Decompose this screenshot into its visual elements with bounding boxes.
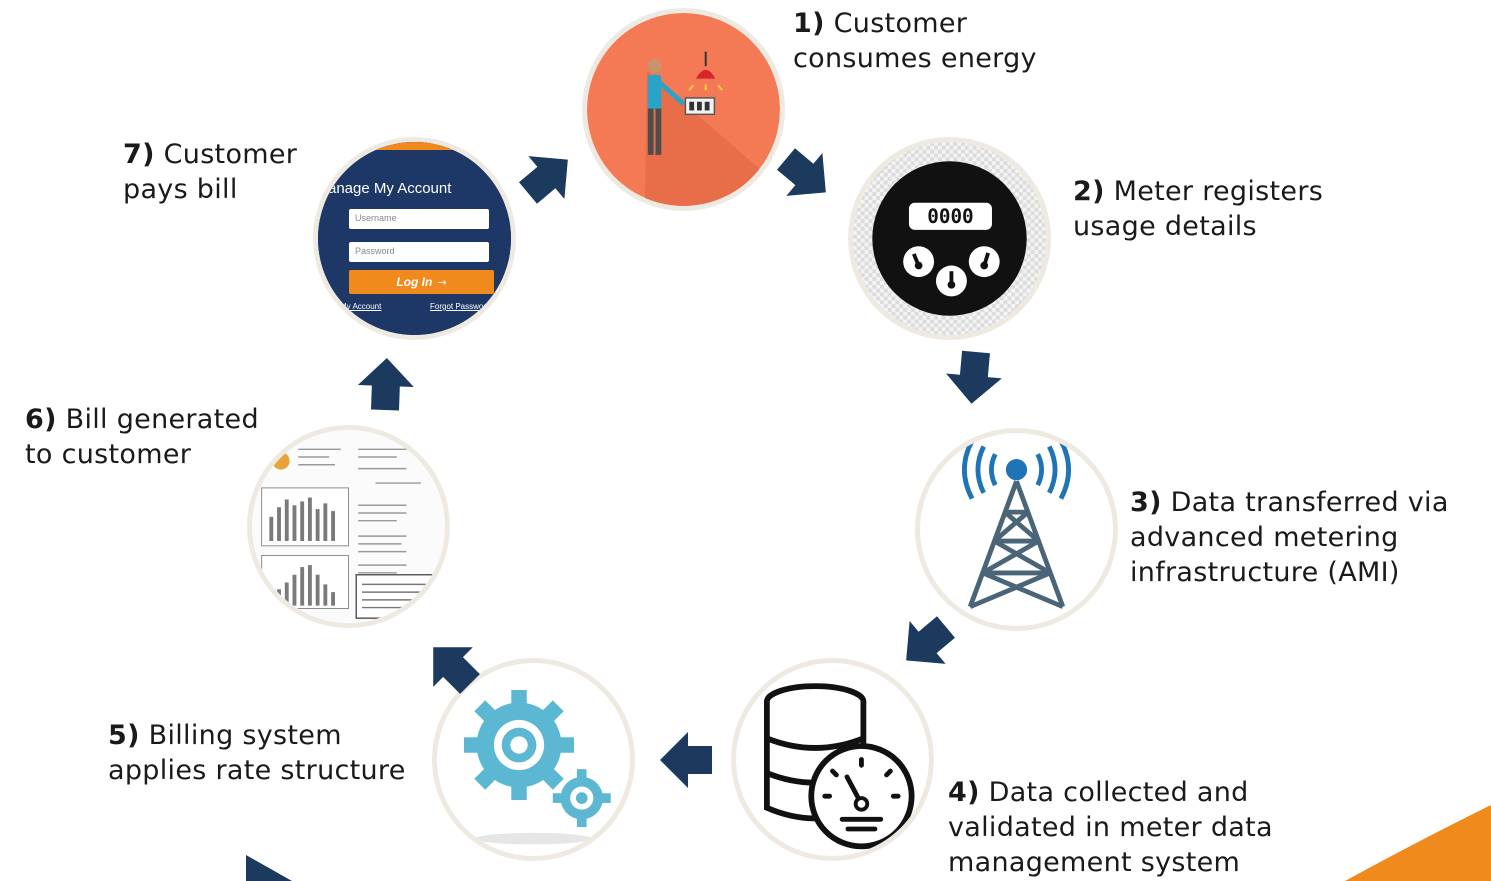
- login-button-label: Log In: [396, 275, 433, 289]
- username-field[interactable]: Username: [349, 209, 489, 229]
- step3-circle: [915, 428, 1118, 631]
- password-placeholder: Password: [355, 246, 395, 256]
- arrow-1-to-2: [777, 148, 826, 196]
- login-arrow-icon: →: [437, 276, 447, 289]
- password-field[interactable]: Password: [349, 242, 489, 262]
- decorative-orange-swoosh: [1345, 805, 1491, 881]
- decorative-corner-arrow: [246, 855, 292, 881]
- username-placeholder: Username: [355, 213, 397, 223]
- login-title: anage My Account: [328, 180, 452, 197]
- step6-circle: [247, 425, 450, 628]
- gears-icon: [464, 690, 611, 845]
- person-switch-icon: [587, 13, 780, 206]
- login-form-icon: anage My Account Username Password Log I…: [318, 142, 511, 335]
- arrow-4-to-5: [660, 732, 712, 788]
- step1-circle: [582, 8, 785, 211]
- forgot-password-link[interactable]: Forgot Password?: [430, 302, 495, 311]
- meter-display: 0000: [927, 205, 973, 228]
- arrow-3-to-4: [906, 616, 955, 664]
- bill-document-icon: [252, 430, 445, 623]
- arrow-7-to-1: [519, 156, 568, 204]
- arrow-6-to-7: [357, 358, 414, 411]
- cell-tower-icon: [961, 439, 1072, 609]
- meter-icon: 0000: [853, 142, 1046, 335]
- step7-circle: anage My Account Username Password Log I…: [313, 137, 516, 340]
- step5-circle: [432, 658, 635, 861]
- login-button[interactable]: Log In →: [349, 270, 494, 294]
- my-account-link[interactable]: My Account: [340, 302, 382, 311]
- step4-circle: [731, 658, 934, 861]
- step2-circle: 0000: [848, 137, 1051, 340]
- arrow-2-to-3: [946, 350, 1002, 404]
- database-gauge-icon: [763, 683, 915, 850]
